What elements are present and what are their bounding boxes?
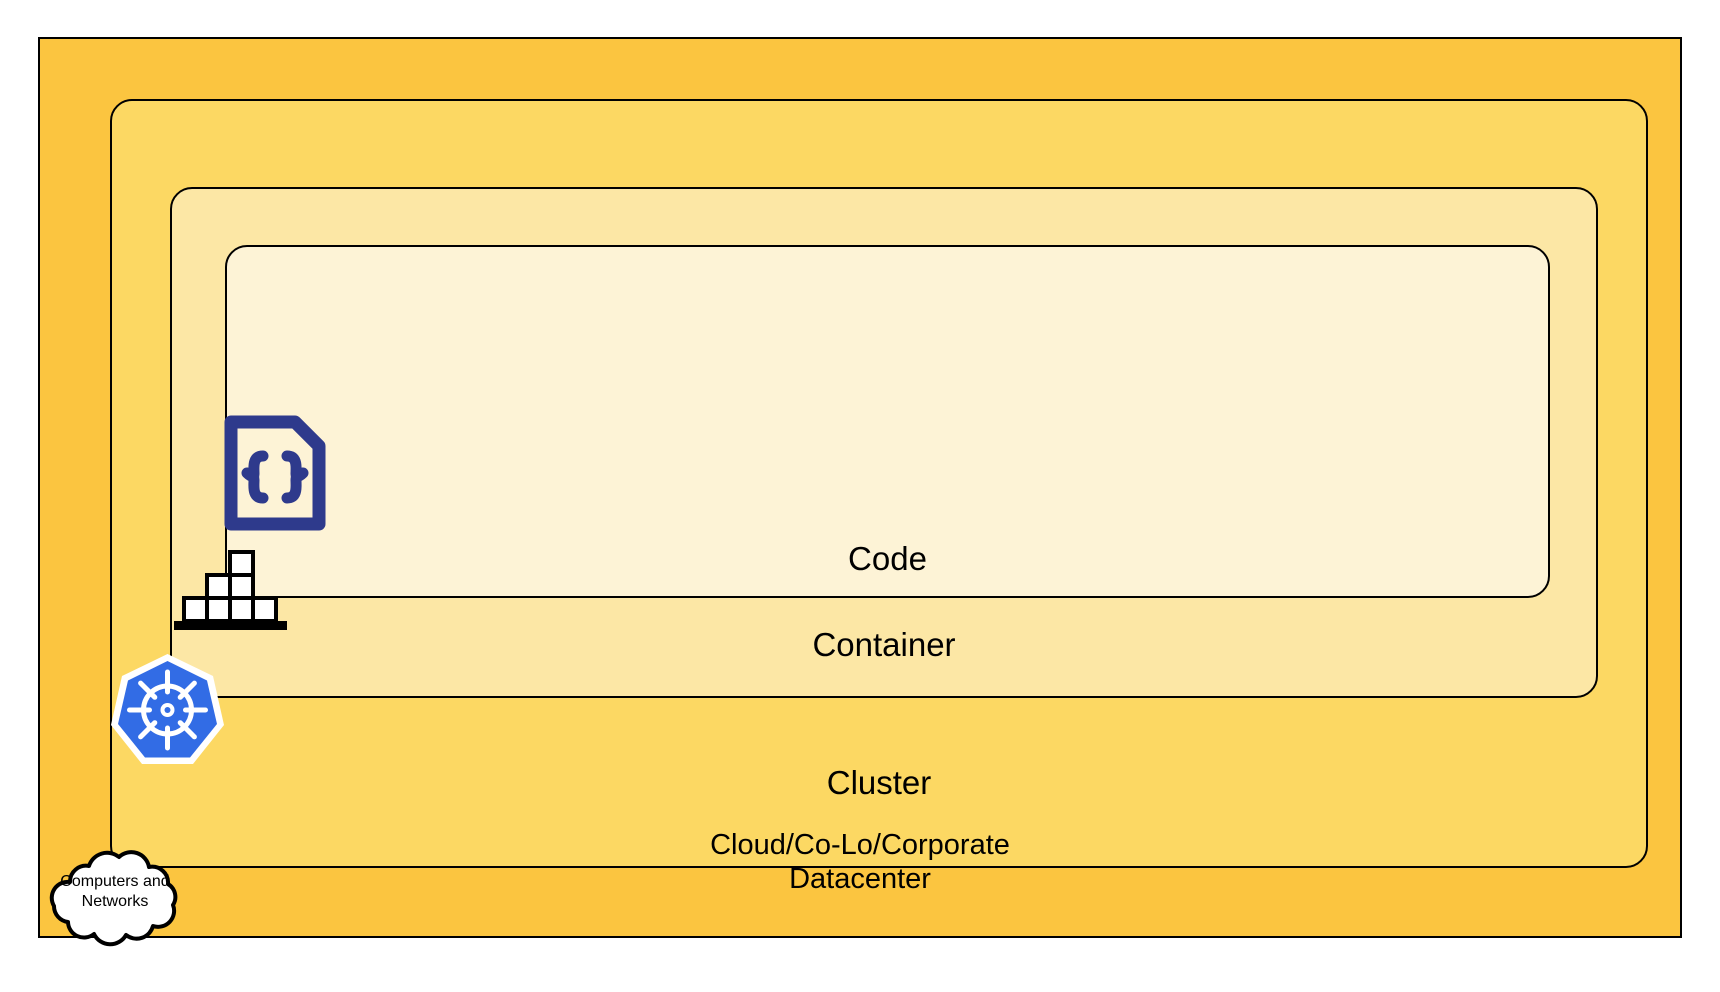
container-blocks-icon: [168, 550, 293, 630]
code-file-icon: [219, 412, 329, 534]
layer-label-datacenter: Cloud/Co-Lo/Corporate Datacenter: [710, 829, 1010, 896]
cloud-icon: [36, 848, 194, 947]
layer-label-container: Container: [812, 626, 956, 663]
kubernetes-icon: [110, 652, 225, 767]
layer-label-code: Code: [848, 540, 927, 577]
cloud-label: Computers and Networks: [60, 873, 170, 910]
layer-label-cluster: Cluster: [826, 764, 932, 801]
layer-code[interactable]: [225, 245, 1550, 598]
